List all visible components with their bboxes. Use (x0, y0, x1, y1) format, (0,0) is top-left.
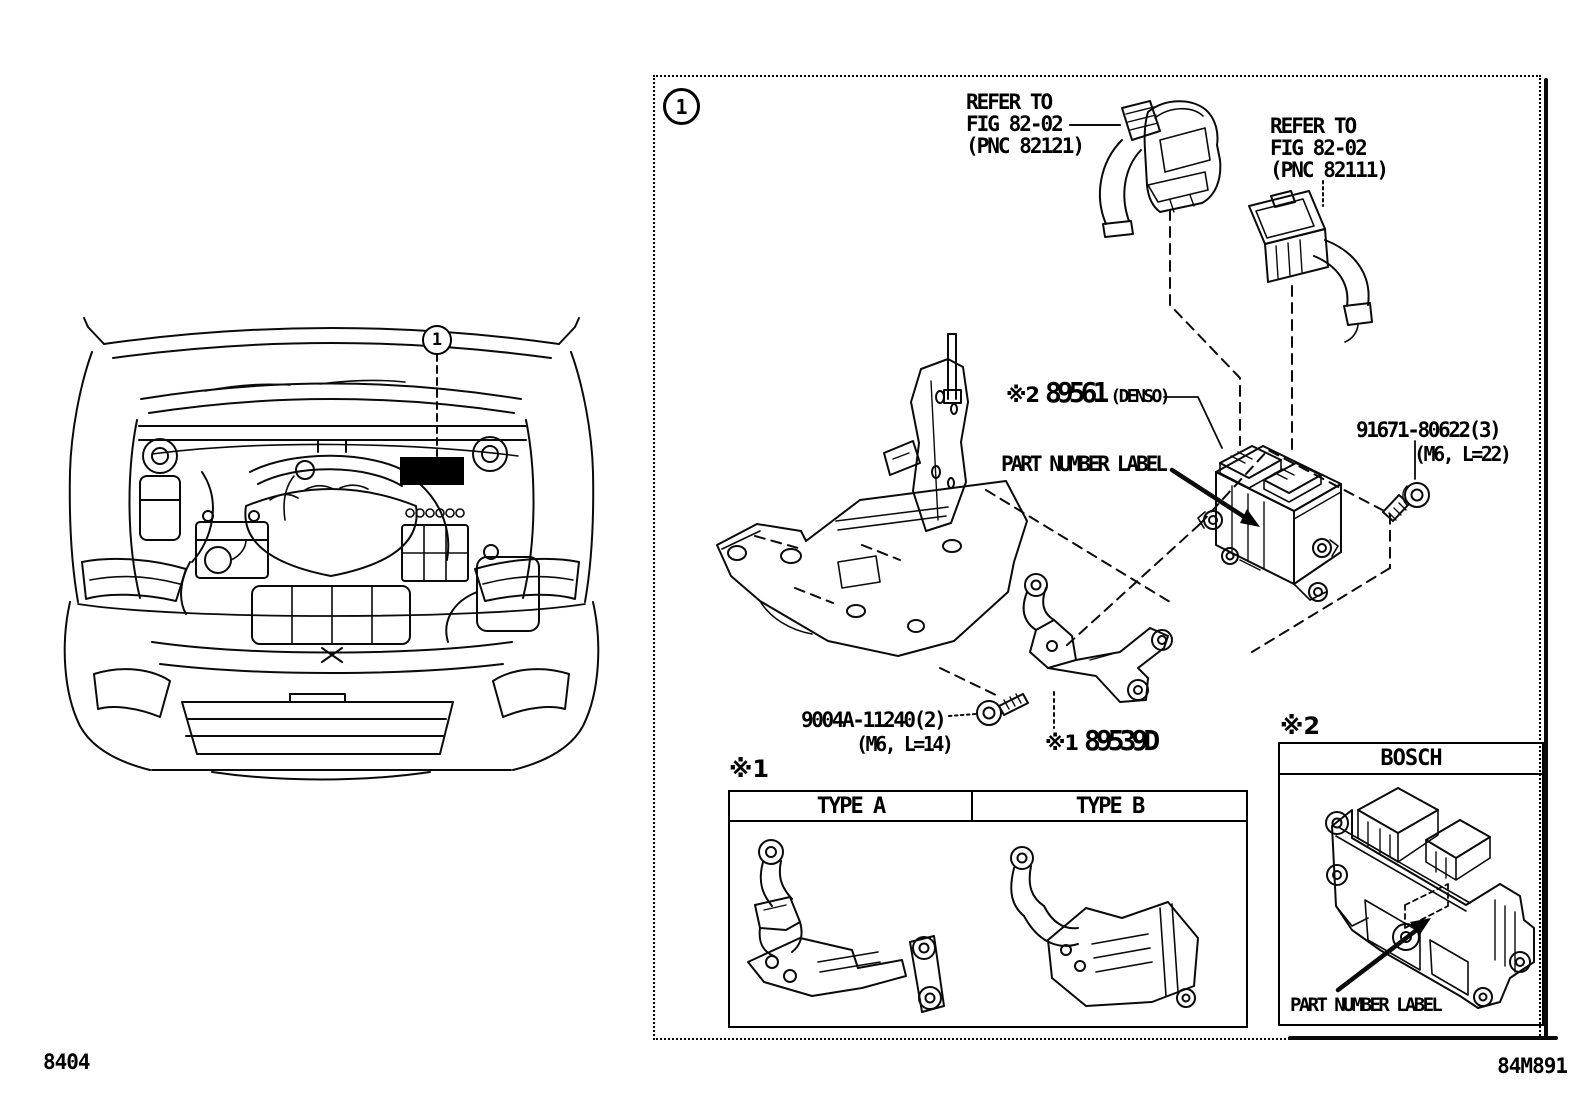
car-engine-bay-drawing (63, 317, 600, 781)
type-table-header-row: TYPE A TYPE B (730, 792, 1246, 822)
ecu-location-highlight (400, 457, 464, 485)
panel-callout-circle: 1 (663, 88, 700, 125)
part-89561-label: ※2 89561 (DENSO) (1006, 376, 1171, 409)
bosch-header: BOSCH (1280, 744, 1542, 775)
bosch-part-number-label-text: PART NUMBER LABEL (1290, 994, 1443, 1016)
refer-82121-line1: REFER TO (966, 90, 1053, 114)
type-variant-table: TYPE A TYPE B (728, 790, 1248, 1028)
bolt-9004a-spec: (M6, L=14) (856, 732, 954, 756)
bosch-variant-box: BOSCH (1278, 742, 1544, 1026)
refer-label-82111: REFER TO FIG 82-02 (PNC 82111) (1270, 114, 1389, 182)
bosch-box-marker: ※2 (1280, 712, 1321, 740)
part-89561-maker: (DENSO) (1110, 386, 1170, 407)
part-number-label-text: PART NUMBER LABEL (1001, 452, 1168, 476)
type-b-header: TYPE B (1075, 793, 1145, 819)
exploded-view-panel (653, 75, 1541, 1040)
bolt-9004a-number: 9004A-11240(2) (801, 708, 947, 732)
refer-82121-line3: (PNC 82121) (966, 134, 1085, 158)
figure-number: 8404 (43, 1050, 91, 1074)
part-89539d-number: 89539D (1084, 724, 1160, 757)
type-table-marker: ※1 (729, 755, 770, 783)
bolt-91671-spec: (M6, L=22) (1414, 442, 1512, 466)
car-callout-circle: 1 (422, 325, 452, 355)
refer-82121-line2: FIG 82-02 (966, 112, 1064, 136)
part-89561-marker: ※2 (1006, 383, 1040, 407)
part-89561-number: 89561 (1045, 376, 1109, 409)
part-89539d-marker: ※1 (1045, 731, 1079, 755)
refer-82111-line3: (PNC 82111) (1270, 158, 1389, 182)
refer-82111-line2: FIG 82-02 (1270, 136, 1368, 160)
refer-82111-line1: REFER TO (1270, 114, 1357, 138)
drawing-code: 84M891 (1497, 1054, 1568, 1078)
bolt-91671-number: 91671-80622(3) (1356, 418, 1502, 442)
type-a-header: TYPE A (730, 792, 973, 820)
refer-label-82121: REFER TO FIG 82-02 (PNC 82121) (966, 90, 1085, 158)
part-89539d-label: ※1 89539D (1045, 724, 1160, 757)
